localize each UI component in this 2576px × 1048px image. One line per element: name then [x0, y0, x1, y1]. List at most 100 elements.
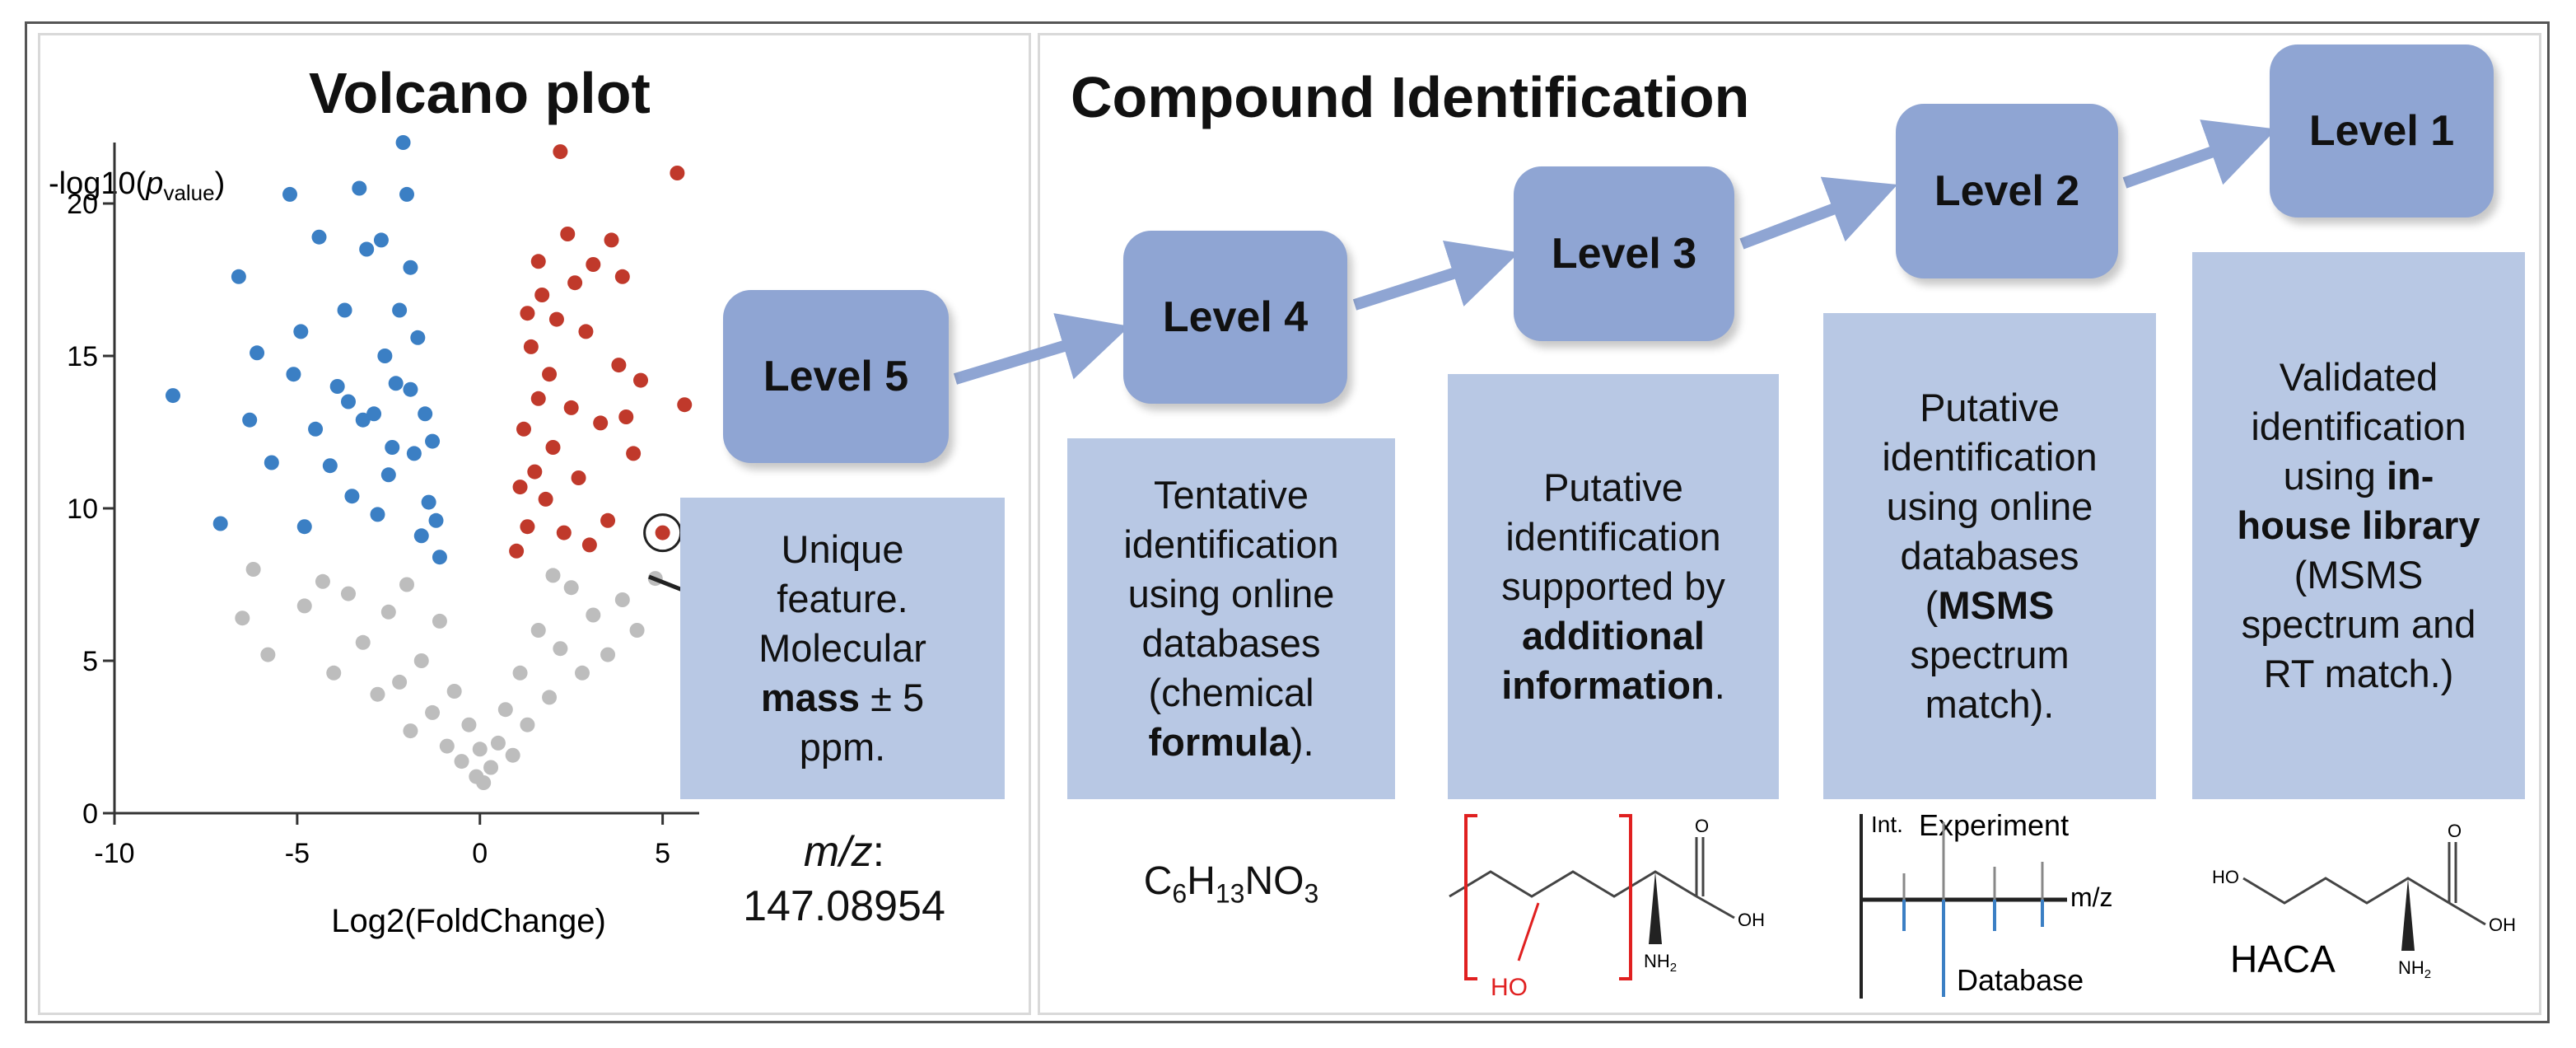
ho-red-label: HO — [1491, 974, 1528, 1001]
data-point — [527, 464, 543, 480]
mz-value: 147.08954 — [743, 882, 945, 930]
y-tick-label: 15 — [67, 341, 98, 372]
level-3-box: Level 3 — [1514, 166, 1734, 341]
data-point — [385, 440, 400, 455]
level-5-box: Level 5 — [723, 290, 949, 463]
mz-axis-label: m/z — [2070, 882, 2113, 912]
data-point — [293, 324, 309, 339]
data-point — [410, 330, 426, 345]
data-point — [512, 665, 528, 681]
data-point — [567, 275, 583, 291]
oh-label: OH — [1738, 910, 1765, 930]
data-point — [600, 512, 616, 528]
x-tick-label: -5 — [285, 838, 310, 869]
data-point — [538, 491, 553, 507]
data-point — [647, 571, 663, 587]
data-point — [388, 376, 404, 391]
y-tick-label: 0 — [82, 798, 98, 830]
data-point — [560, 227, 576, 241]
data-point — [604, 232, 619, 248]
data-point — [575, 665, 590, 681]
data-point — [418, 406, 433, 422]
data-point — [311, 229, 327, 245]
bracket-right — [1619, 814, 1632, 980]
data-point — [505, 747, 520, 763]
data-point — [264, 455, 279, 470]
data-point — [563, 580, 579, 596]
data-point — [166, 388, 180, 404]
data-point — [530, 254, 546, 269]
level-5-description: Unique feature. Molecular mass ± 5 ppm. — [680, 498, 1005, 799]
data-point — [373, 232, 389, 248]
data-point — [212, 516, 228, 531]
data-point — [446, 684, 462, 699]
data-point — [308, 421, 324, 437]
mz-label: m/z: — [803, 828, 885, 876]
data-point — [355, 412, 371, 428]
data-point — [614, 269, 630, 284]
data-point — [425, 704, 441, 720]
data-point — [245, 562, 261, 577]
data-point — [476, 775, 492, 790]
identification-title: Compound Identification — [1071, 65, 1750, 129]
level-4-description: Tentative identification using online da… — [1067, 438, 1395, 799]
data-point — [392, 674, 408, 690]
data-point — [578, 324, 594, 339]
data-point — [282, 186, 297, 202]
data-point — [629, 623, 645, 638]
nh2-label: NH2 — [1644, 951, 1677, 975]
data-point — [380, 467, 396, 483]
data-point — [355, 634, 371, 650]
data-point — [542, 367, 558, 382]
y-tick-label: 20 — [67, 189, 98, 220]
data-point — [403, 723, 418, 739]
data-point — [655, 525, 670, 540]
chemical-formula: C6H13NO3 — [1143, 859, 1319, 909]
data-point — [523, 339, 539, 354]
hydroxyl-bond-haca — [2448, 901, 2486, 926]
data-point — [571, 470, 586, 485]
wedge-bond-haca — [2401, 878, 2415, 951]
data-point — [370, 686, 385, 702]
oxygen-label: O — [1695, 816, 1709, 836]
data-point — [600, 647, 616, 662]
data-point — [454, 754, 469, 770]
data-point — [509, 543, 525, 559]
data-point — [428, 512, 444, 528]
structure-level1: HO O OH NH2 HACA — [2212, 821, 2516, 981]
data-point — [614, 592, 630, 607]
level-4-box: Level 4 — [1123, 231, 1347, 404]
int-label: Int. — [1871, 812, 1903, 837]
data-point — [315, 573, 330, 589]
data-point — [586, 607, 601, 623]
carbon-chain-haca — [2242, 877, 2450, 905]
data-point — [563, 400, 579, 415]
data-point — [242, 412, 258, 428]
data-point — [633, 372, 648, 388]
data-point — [329, 379, 345, 394]
data-point — [512, 480, 528, 495]
data-point — [553, 144, 568, 160]
carbon-chain — [1449, 870, 1697, 898]
data-point — [530, 623, 546, 638]
bracket-left — [1464, 814, 1477, 980]
y-axis-label: -log10(pvalue) — [49, 166, 225, 205]
data-point — [359, 241, 375, 257]
data-point — [366, 406, 382, 422]
hydroxyl-red-bond — [1517, 902, 1540, 961]
data-point — [260, 647, 276, 662]
data-point — [337, 302, 352, 318]
experiment-label: Experiment — [1919, 808, 2069, 842]
wedge-bond — [1649, 872, 1662, 944]
data-point — [618, 409, 634, 424]
oxygen-label-haca: O — [2448, 821, 2462, 841]
data-point — [322, 458, 338, 474]
volcano-title: Volcano plot — [309, 61, 651, 125]
data-point — [296, 519, 312, 535]
data-point — [545, 568, 561, 583]
spectrum-diagram: Int. Experiment m/z Database — [1860, 808, 2113, 999]
ho-label: HO — [2212, 867, 2239, 887]
data-point — [593, 415, 609, 431]
data-point — [472, 742, 488, 757]
